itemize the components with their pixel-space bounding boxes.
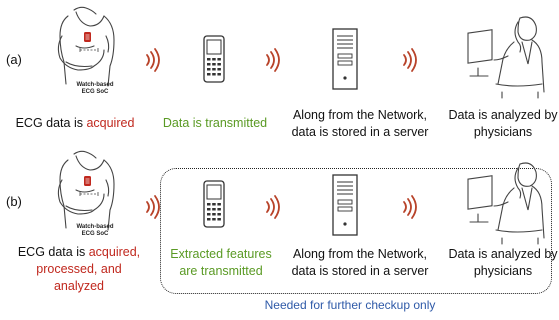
physician-at-computer-icon <box>467 162 545 245</box>
caption-prefix: ECG data is <box>17 245 89 259</box>
caption-physician: Data is analyzed by physicians <box>438 246 559 280</box>
device-label-text: Watch-based ECG SoC <box>76 82 114 95</box>
server-tower-icon <box>332 174 358 236</box>
patient-torso-icon <box>57 150 115 231</box>
watch-icon <box>84 32 91 42</box>
device-label: Watch-based ECG SoC <box>60 82 130 96</box>
device-label: Watch-based ECG SoC <box>60 224 130 238</box>
caption-physician-line1: Data is analyzed by <box>448 108 558 122</box>
physician-at-computer-icon <box>467 16 545 99</box>
caption-acquire: ECG data is acquired <box>10 115 140 132</box>
caption-line3: analyzed <box>53 279 105 293</box>
caption-transmit: Data is transmitted <box>150 115 280 132</box>
caption-prefix: ECG data is <box>15 116 87 130</box>
caption-physician-line2: physicians <box>473 264 533 278</box>
watch-icon <box>84 176 91 186</box>
mobile-phone-icon <box>203 180 225 228</box>
caption-physician: Data is analyzed by physicians <box>438 107 559 141</box>
device-label-text: Watch-based ECG SoC <box>76 224 114 237</box>
wireless-wave-icon <box>266 48 280 72</box>
patient-torso-icon <box>57 6 115 87</box>
caption-highlight: acquired <box>86 116 135 130</box>
caption-server: Along from the Network, data is stored i… <box>280 246 440 280</box>
caption-server-line1: Along from the Network, <box>292 247 428 261</box>
caption-physician-line1: Data is analyzed by <box>448 247 558 261</box>
caption-physician-line2: physicians <box>473 125 533 139</box>
caption-line2: processed, and <box>36 262 122 276</box>
caption-server-line2: data is stored in a server <box>291 125 429 139</box>
row-a-label: (a) <box>6 52 22 67</box>
caption-features-line1: Extracted features <box>170 247 272 261</box>
optional-checkup-group <box>160 168 552 294</box>
wireless-wave-icon <box>403 48 417 72</box>
caption-features-line2: are transmitted <box>179 264 263 278</box>
wireless-wave-icon <box>403 195 417 219</box>
wireless-wave-icon <box>146 48 160 72</box>
caption-server-line2: data is stored in a server <box>291 264 429 278</box>
caption-features-transmit: Extracted features are transmitted <box>156 246 286 280</box>
server-tower-icon <box>332 28 358 90</box>
mobile-phone-icon <box>203 35 225 83</box>
caption-server: Along from the Network, data is stored i… <box>280 107 440 141</box>
caption-acquire-process: ECG data is acquired, processed, and ana… <box>4 244 154 295</box>
wireless-wave-icon <box>266 195 280 219</box>
caption-transmit-line1: Data is transmitted <box>162 116 268 130</box>
footer-note: Needed for further checkup only <box>264 298 436 312</box>
wireless-wave-icon <box>146 195 160 219</box>
row-b-label: (b) <box>6 194 22 209</box>
caption-server-line1: Along from the Network, <box>292 108 428 122</box>
caption-highlight: acquired, <box>88 245 141 259</box>
